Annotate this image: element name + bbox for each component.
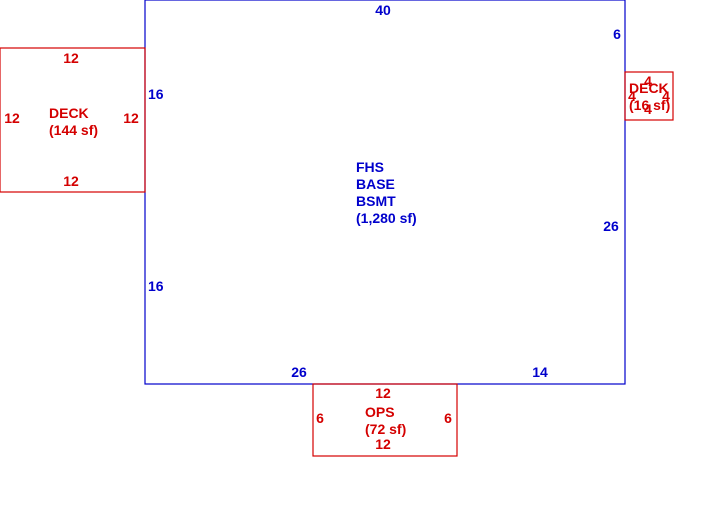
deck-large-dim-left: 12 <box>4 110 20 126</box>
ops-area: 12 12 6 6 OPS (72 sf) <box>312 383 458 457</box>
ops-label: OPS <box>365 404 395 420</box>
deck-large-dim-bottom: 12 <box>63 173 79 189</box>
deck-small-dim-right: 4 <box>662 88 670 104</box>
deck-small-dim-top: 4 <box>644 73 652 89</box>
ops-dim-bottom: 12 <box>375 436 391 452</box>
deck-small-area: (16 sf) <box>629 97 670 113</box>
main-dim-top: 40 <box>375 2 391 18</box>
main-label-area: (1,280 sf) <box>356 210 417 226</box>
main-label-line-1: FHS <box>356 159 384 175</box>
ops-dim-top: 12 <box>375 385 391 401</box>
deck-large-area: (144 sf) <box>49 122 98 138</box>
deck-large-outline <box>0 47 146 193</box>
deck-large: 12 12 12 12 DECK (144 sf) <box>0 47 146 193</box>
deck-large-dim-top: 12 <box>63 50 79 66</box>
deck-small: 4 4 4 4 DECK (16 sf) <box>624 71 674 121</box>
deck-small-dim-bottom: 4 <box>644 101 652 117</box>
ops-area-text: (72 sf) <box>365 421 406 437</box>
deck-small-dim-left: 4 <box>628 88 636 104</box>
main-label-line-2: BASE <box>356 176 395 192</box>
main-area: 40 6 26 16 16 26 14 FHS BASE BSMT (1,280… <box>144 0 626 385</box>
main-dim-left-upper: 16 <box>148 86 164 102</box>
main-dim-bottom-right: 14 <box>532 364 548 380</box>
deck-large-dim-right: 12 <box>123 110 139 126</box>
deck-small-outline <box>624 71 674 121</box>
main-label-line-3: BSMT <box>356 193 396 209</box>
ops-dim-right: 6 <box>444 410 452 426</box>
ops-outline <box>312 383 458 457</box>
main-dim-right-upper: 6 <box>613 26 621 42</box>
main-dim-right-lower: 26 <box>603 218 619 234</box>
deck-small-label: DECK <box>629 80 669 96</box>
ops-dim-left: 6 <box>316 410 324 426</box>
deck-large-label: DECK <box>49 105 89 121</box>
main-dim-bottom-left: 26 <box>291 364 307 380</box>
main-dim-left-lower: 16 <box>148 278 164 294</box>
main-area-outline <box>144 0 626 385</box>
